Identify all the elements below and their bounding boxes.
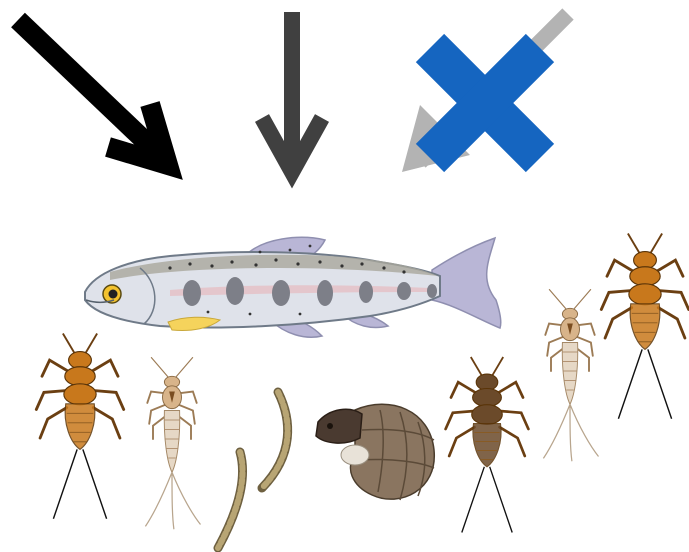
- stonefly-nymph-icon: [36, 334, 123, 519]
- stonefly-nymph-icon: [601, 234, 688, 419]
- trout-icon: [85, 237, 501, 337]
- mayfly-nymph-icon: [543, 289, 598, 461]
- mayfly-nymph-icon: [145, 357, 200, 529]
- midge-larva-icon: [218, 452, 243, 548]
- stonefly-nymph-icon: [446, 357, 529, 533]
- midge-larva-icon: [262, 392, 288, 488]
- arrow-dark-gray-icon: [262, 12, 322, 172]
- blue-cross-icon: [430, 48, 540, 158]
- arrow-black-icon: [18, 20, 168, 165]
- caddisfly-larva-icon: [316, 404, 434, 500]
